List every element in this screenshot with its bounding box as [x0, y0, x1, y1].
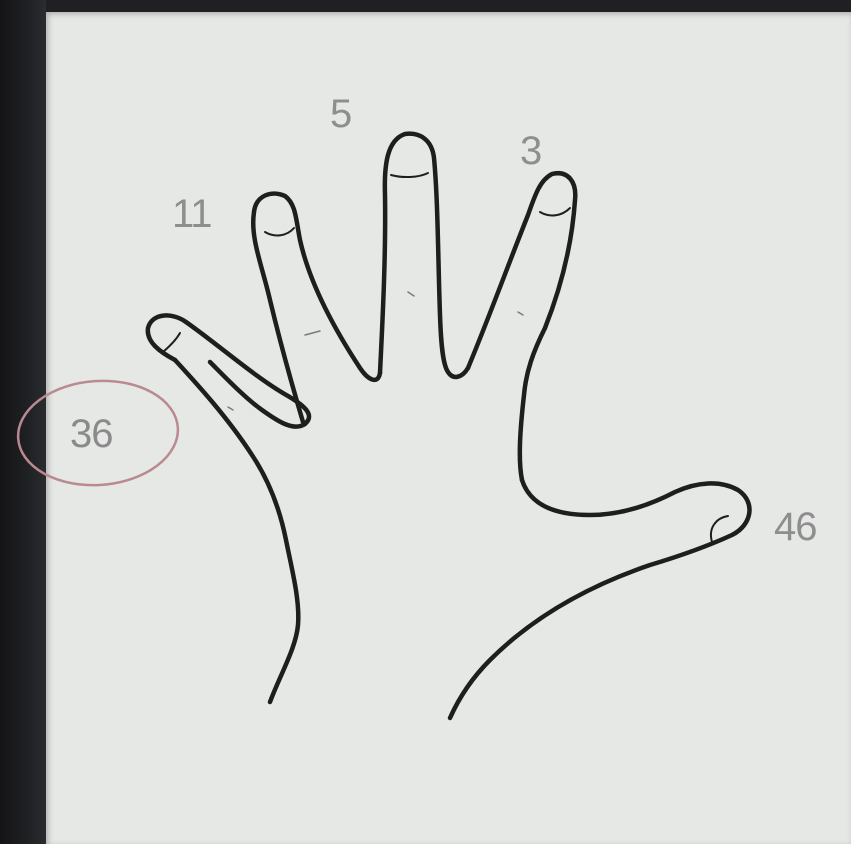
- index-fingernail: [540, 208, 570, 215]
- little-finger-count: 36: [70, 414, 113, 454]
- thumb-count: 46: [774, 507, 817, 547]
- ring-fingernail: [265, 228, 294, 235]
- little-knuckle-mark: [228, 407, 233, 410]
- index-finger-outline: [468, 173, 575, 480]
- hand-outline-left-edge: [175, 360, 298, 702]
- index-finger-count: 3: [520, 131, 541, 171]
- middle-knuckle-mark: [408, 292, 414, 296]
- ring-finger-count: 11: [172, 194, 212, 234]
- middle-finger-outline: [380, 134, 468, 377]
- ring-knuckle-mark: [305, 331, 320, 335]
- thumb-outline: [450, 480, 749, 718]
- middle-fingernail: [391, 173, 428, 177]
- index-knuckle-mark: [518, 312, 523, 315]
- little-fingernail: [163, 333, 180, 352]
- middle-finger-count: 5: [330, 94, 351, 134]
